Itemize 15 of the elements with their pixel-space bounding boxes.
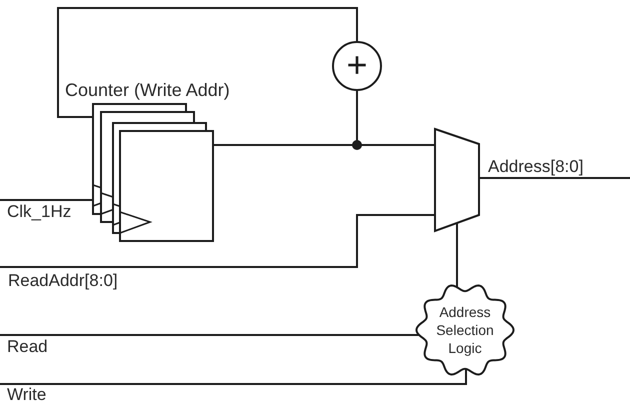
- wire: [0, 334, 420, 336]
- signal-label: Address[8:0]: [488, 159, 584, 175]
- signal-label: Read: [7, 339, 48, 355]
- signal-label: ReadAddr[8:0]: [8, 273, 118, 289]
- wire: [480, 177, 630, 179]
- wire: [57, 7, 358, 118]
- plus-sign: +: [346, 46, 368, 82]
- signal-label: Clk_1Hz: [7, 204, 72, 220]
- wire: [0, 199, 93, 201]
- wire: [0, 214, 434, 268]
- counter-label: Counter (Write Addr): [65, 80, 230, 100]
- signal-label: Write: [7, 387, 46, 403]
- logic-label: Address Selection Logic: [435, 303, 495, 357]
- wire: [456, 224, 458, 288]
- wire: [0, 368, 467, 385]
